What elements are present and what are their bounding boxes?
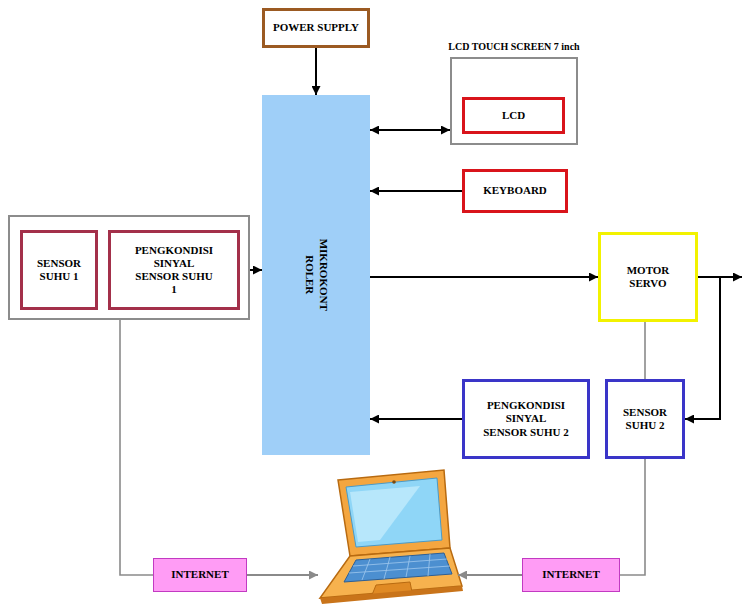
- box-label: PENGKONDISI SINYAL SENSOR SUHU 1: [133, 244, 215, 297]
- signal-arrow: [370, 276, 598, 278]
- lcd-box: LCD: [462, 97, 565, 134]
- box-label: KEYBOARD: [483, 184, 547, 197]
- signal-arrow: [370, 190, 462, 192]
- box-label: POWER SUPPLY: [273, 21, 359, 34]
- keyboard-box: KEYBOARD: [462, 169, 568, 213]
- link-line: [644, 322, 646, 379]
- box-label: INTERNET: [542, 568, 599, 581]
- group-heading: LCD TOUCH SCREEN 7 inch: [448, 41, 579, 52]
- link-line: [120, 320, 153, 575]
- box-label: MOTOR SERVO: [619, 264, 677, 290]
- link-line: [620, 459, 645, 575]
- servo-motor-box: MOTOR SERVO: [598, 232, 698, 322]
- laptop: [320, 470, 463, 604]
- microcontroller-box: MIKROKONT ROLER: [262, 95, 370, 455]
- lcd-touchscreen-group: LCD TOUCH SCREEN 7 inchLCD: [450, 57, 578, 145]
- internet-box: INTERNET: [522, 558, 620, 592]
- box-label: LCD: [502, 109, 525, 122]
- box-label: INTERNET: [171, 568, 228, 581]
- box-label: PENGKONDISI SINYAL SENSOR SUHU 2: [483, 399, 569, 439]
- box-label: MIKROKONT ROLER: [302, 235, 330, 315]
- internet-box: INTERNET: [153, 558, 247, 592]
- network-arrow: [458, 574, 522, 576]
- sensor-group: SENSOR SUHU 1 PENGKONDISI SINYAL SENSOR S…: [8, 215, 250, 320]
- network-arrow: [247, 574, 318, 576]
- power-supply-box: POWER SUPPLY: [262, 8, 370, 48]
- signal-conditioner-box: PENGKONDISI SINYAL SENSOR SUHU 2: [462, 379, 590, 459]
- output-arrow: [720, 276, 742, 278]
- box-label: SENSOR SUHU 2: [614, 406, 676, 432]
- signal-arrow: [315, 48, 317, 95]
- box-label: SENSOR SUHU 1: [27, 257, 91, 283]
- signal-arrow: [370, 129, 450, 131]
- signal-arrow: [370, 418, 462, 420]
- sensor-box: SENSOR SUHU 2: [605, 379, 685, 459]
- signal-conditioner-box: PENGKONDISI SINYAL SENSOR SUHU 1: [108, 230, 240, 310]
- sensor-box: SENSOR SUHU 1: [20, 230, 98, 310]
